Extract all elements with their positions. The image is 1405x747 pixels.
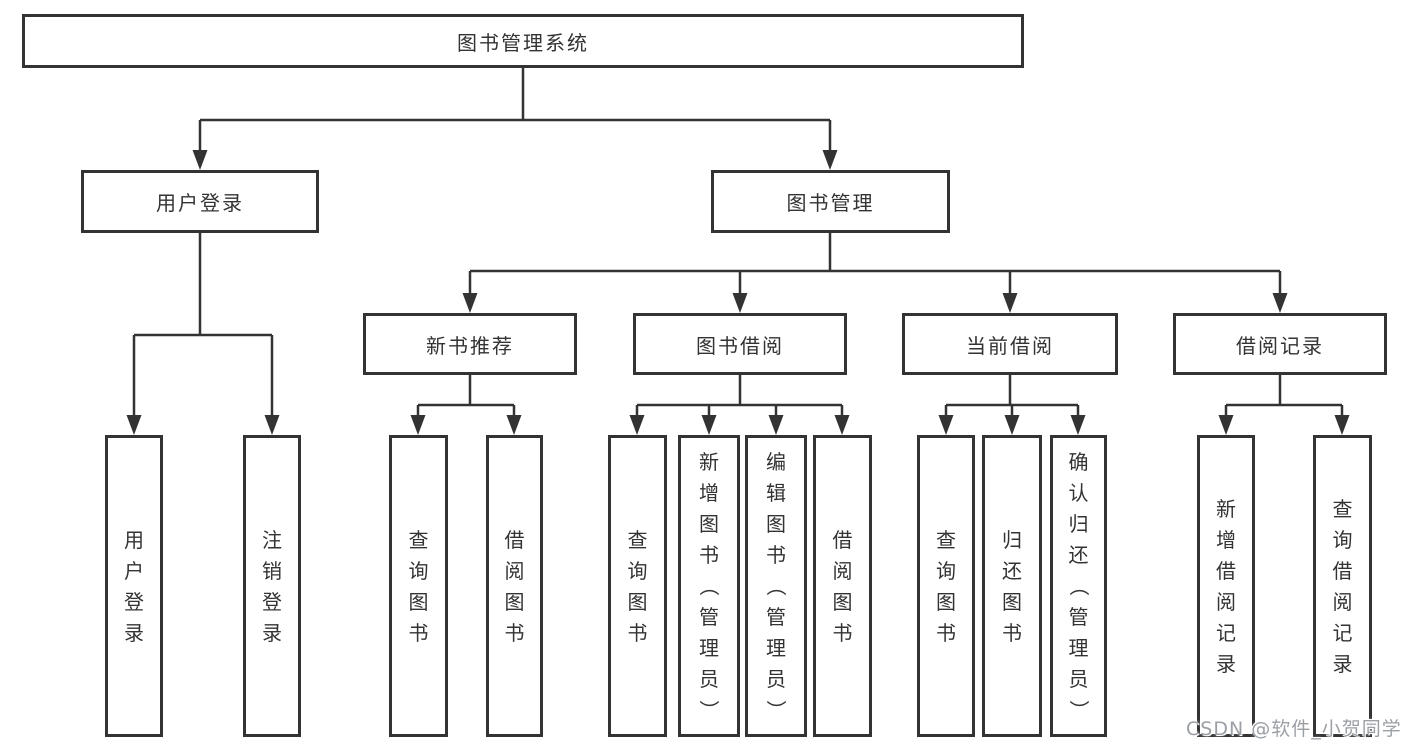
- node-query-borrowing-record: 查询借阅记录: [1313, 435, 1372, 737]
- node-label: 注销登录: [262, 527, 282, 645]
- node-label: 查询借阅记录: [1332, 496, 1353, 676]
- node-library-management-system: 图书管理系统: [22, 14, 1024, 68]
- node-label: 当前借阅: [966, 333, 1054, 358]
- node-label: 图书管理: [786, 191, 875, 215]
- node-label: 借阅图书: [504, 527, 525, 645]
- node-edit-books-admin: 编辑图书（管理员）: [745, 435, 807, 737]
- node-logout: 注销登录: [243, 435, 301, 737]
- node-user-login-leaf: 用户登录: [105, 435, 163, 737]
- node-book-management: 图书管理: [711, 170, 950, 233]
- node-label: 借阅记录: [1236, 333, 1324, 358]
- node-label: 查询图书: [408, 527, 429, 645]
- node-label: 编辑图书（管理员）: [764, 450, 788, 720]
- node-label: 归还图书: [1002, 527, 1022, 645]
- node-label: 图书借阅: [696, 333, 784, 358]
- node-user-login: 用户登录: [81, 170, 319, 233]
- csdn-watermark: CSDN @软件_小贺同学: [1186, 718, 1402, 740]
- node-add-borrowing-record: 新增借阅记录: [1197, 435, 1255, 737]
- node-label: 用户登录: [156, 191, 244, 215]
- node-label: 新增借阅记录: [1216, 496, 1236, 676]
- node-book-borrowing: 图书借阅: [633, 313, 847, 375]
- node-query-books-borrowing: 查询图书: [608, 435, 667, 737]
- node-return-books: 归还图书: [982, 435, 1042, 737]
- node-borrowing-records: 借阅记录: [1173, 313, 1387, 375]
- node-borrow-books-recommendation: 借阅图书: [486, 435, 543, 737]
- node-label: 新书推荐: [426, 333, 514, 358]
- node-current-borrowing: 当前借阅: [902, 313, 1118, 375]
- node-new-book-recommendation: 新书推荐: [363, 313, 577, 375]
- node-borrow-books-borrowing: 借阅图书: [813, 435, 872, 737]
- node-label: 借阅图书: [832, 527, 853, 645]
- node-label: 新增图书（管理员）: [697, 450, 721, 720]
- node-label: 用户登录: [124, 527, 144, 645]
- node-query-books-current: 查询图书: [917, 435, 975, 737]
- node-label: 查询图书: [627, 527, 648, 645]
- node-query-books-recommendation: 查询图书: [389, 435, 448, 737]
- node-label: 确认归还（管理员）: [1066, 450, 1091, 720]
- node-label: 查询图书: [936, 527, 956, 645]
- node-add-books-admin: 新增图书（管理员）: [678, 435, 740, 737]
- node-label: 图书管理系统: [457, 30, 589, 55]
- node-confirm-return-admin: 确认归还（管理员）: [1050, 435, 1107, 737]
